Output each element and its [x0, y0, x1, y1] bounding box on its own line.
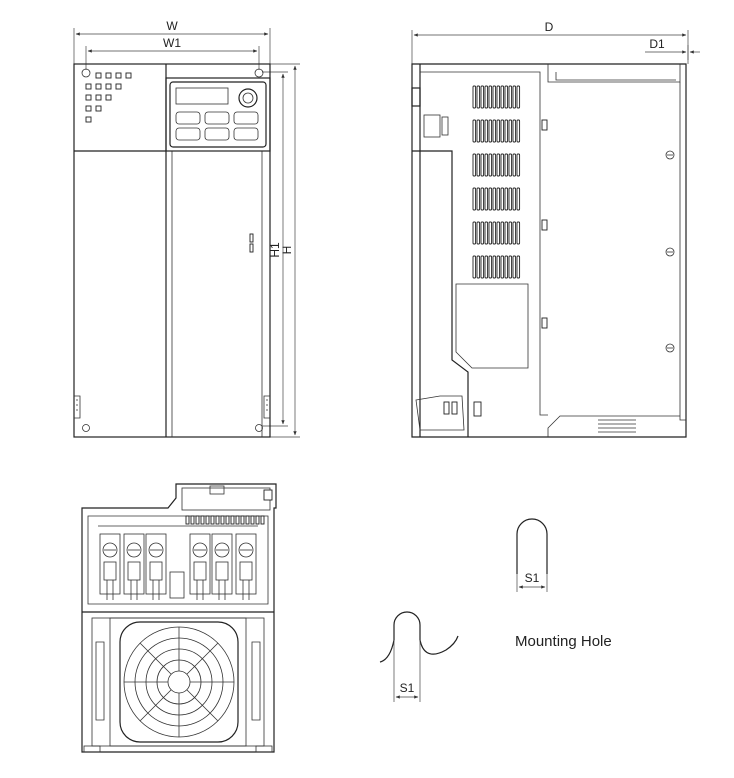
- front-connector: [411, 87, 421, 107]
- display-window: [175, 87, 229, 105]
- bottom-view: [81, 483, 277, 753]
- keypad-key: [204, 127, 230, 141]
- led-indicators: [85, 72, 132, 123]
- side-screw-icon: [665, 343, 675, 353]
- dimension-d: D: [411, 20, 689, 64]
- terminal-block: [99, 533, 257, 600]
- label-panel: [455, 283, 529, 369]
- label-s1-top: S1: [525, 571, 540, 585]
- mount-hole-icon: [255, 424, 263, 432]
- front-view: W W1 H1 H: [73, 19, 300, 438]
- label-h: H: [280, 246, 294, 255]
- dimension-w: W: [73, 19, 271, 64]
- dimension-h1: H1: [262, 71, 288, 427]
- label-d: D: [545, 20, 554, 34]
- bottom-body: [81, 483, 277, 753]
- keypad-key: [175, 127, 201, 141]
- ventilation-slots: [472, 85, 521, 279]
- label-w1: W1: [163, 36, 181, 50]
- dimension-d1: D1: [645, 37, 700, 60]
- mounting-hole-slot-icon: [516, 518, 548, 574]
- open-slot-icon: [379, 611, 459, 663]
- label-s1-bottom: S1: [400, 681, 415, 695]
- bottom-foot-grille: [598, 419, 636, 433]
- side-screw-icon: [665, 247, 675, 257]
- keypad-key: [233, 111, 259, 125]
- mounting-hole-caption: Mounting Hole: [515, 633, 612, 650]
- mounting-hole-detail: S1 S1 Mounting Hole: [379, 518, 612, 702]
- mount-hole-icon: [81, 68, 91, 78]
- keypad-key: [233, 127, 259, 141]
- fan-grille-icon: [119, 621, 239, 743]
- keypad-key: [204, 111, 230, 125]
- dial-knob-icon: [238, 88, 258, 108]
- keypad: [165, 77, 271, 152]
- mount-hole-icon: [82, 424, 90, 432]
- label-d1: D1: [649, 37, 665, 51]
- mount-hole-icon: [254, 68, 264, 78]
- dimension-h: H: [270, 63, 300, 438]
- dimension-w1: W1: [85, 36, 260, 70]
- label-w: W: [166, 19, 178, 33]
- side-view: D D1: [411, 20, 700, 438]
- side-screw-icon: [665, 150, 675, 160]
- label-h1: H1: [268, 242, 282, 258]
- keypad-key: [175, 111, 201, 125]
- connector-pins: [185, 515, 265, 525]
- side-body: [411, 63, 687, 438]
